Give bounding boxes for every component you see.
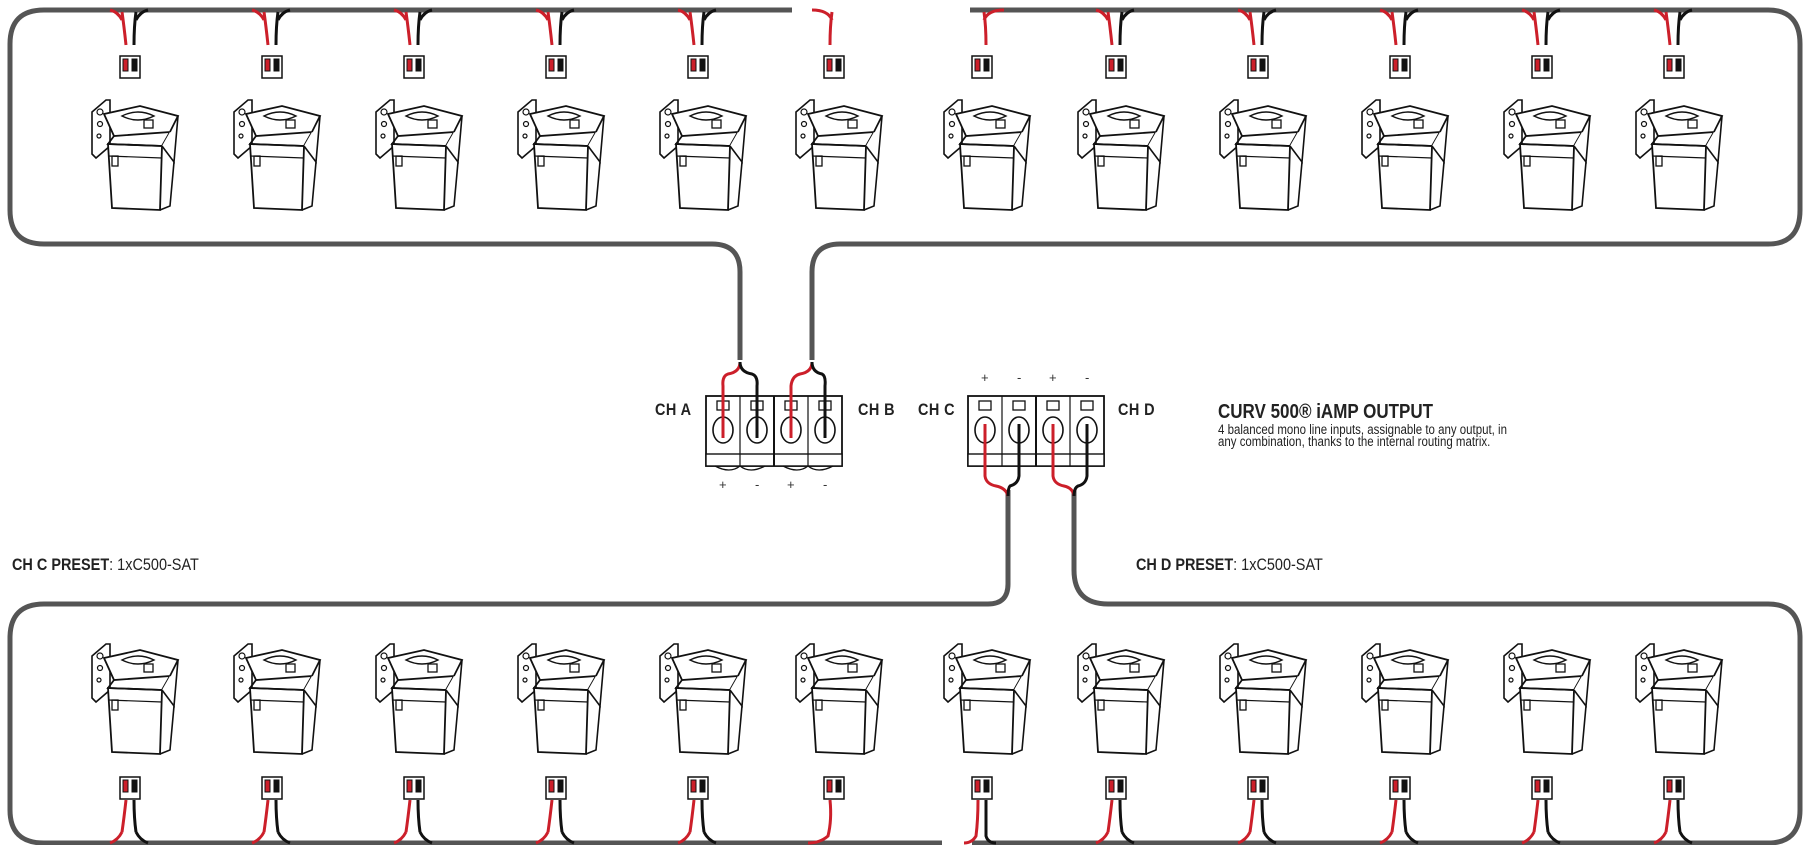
polarity-d-plus: + [1049,370,1057,385]
polarity-a-plus: + [719,477,727,492]
ch-d-preset: CH D PRESET: 1xC500-SAT [1136,556,1323,573]
ch-a-label: CH A [655,400,692,419]
ch-b-cable [809,7,1803,360]
ch-c-preset: CH C PRESET: 1xC500-SAT [12,556,199,573]
terminal-block-ab [705,361,843,471]
ch-b-label: CH B [858,400,896,419]
ch-c-label: CH C [918,400,956,419]
ch-d-cable [972,490,1803,845]
polarity-d-minus: - [1085,370,1090,385]
polarity-c-minus: - [1017,370,1022,385]
polarity-a-minus: - [755,477,760,492]
ch-a-cable [7,7,792,360]
ch-d-label: CH D [1118,400,1156,419]
amp-title: CURV 500® iAMP OUTPUT [1218,401,1434,423]
ch-d-preset-label: CH D PRESET [1136,555,1234,574]
bottom-speaker-row [91,643,1723,845]
ch-d-preset-value: : 1xC500-SAT [1233,555,1323,574]
polarity-c-plus: + [981,370,989,385]
polarity-b-plus: + [787,477,795,492]
top-speaker-row [91,8,1723,211]
terminal-block-cd [967,395,1105,497]
ch-c-preset-value: : 1xC500-SAT [109,555,199,574]
amp-description: 4 balanced mono line inputs, assignable … [1218,422,1507,449]
polarity-b-minus: - [823,477,828,492]
ch-c-preset-label: CH C PRESET [12,555,110,574]
ch-c-cable [7,490,1011,845]
